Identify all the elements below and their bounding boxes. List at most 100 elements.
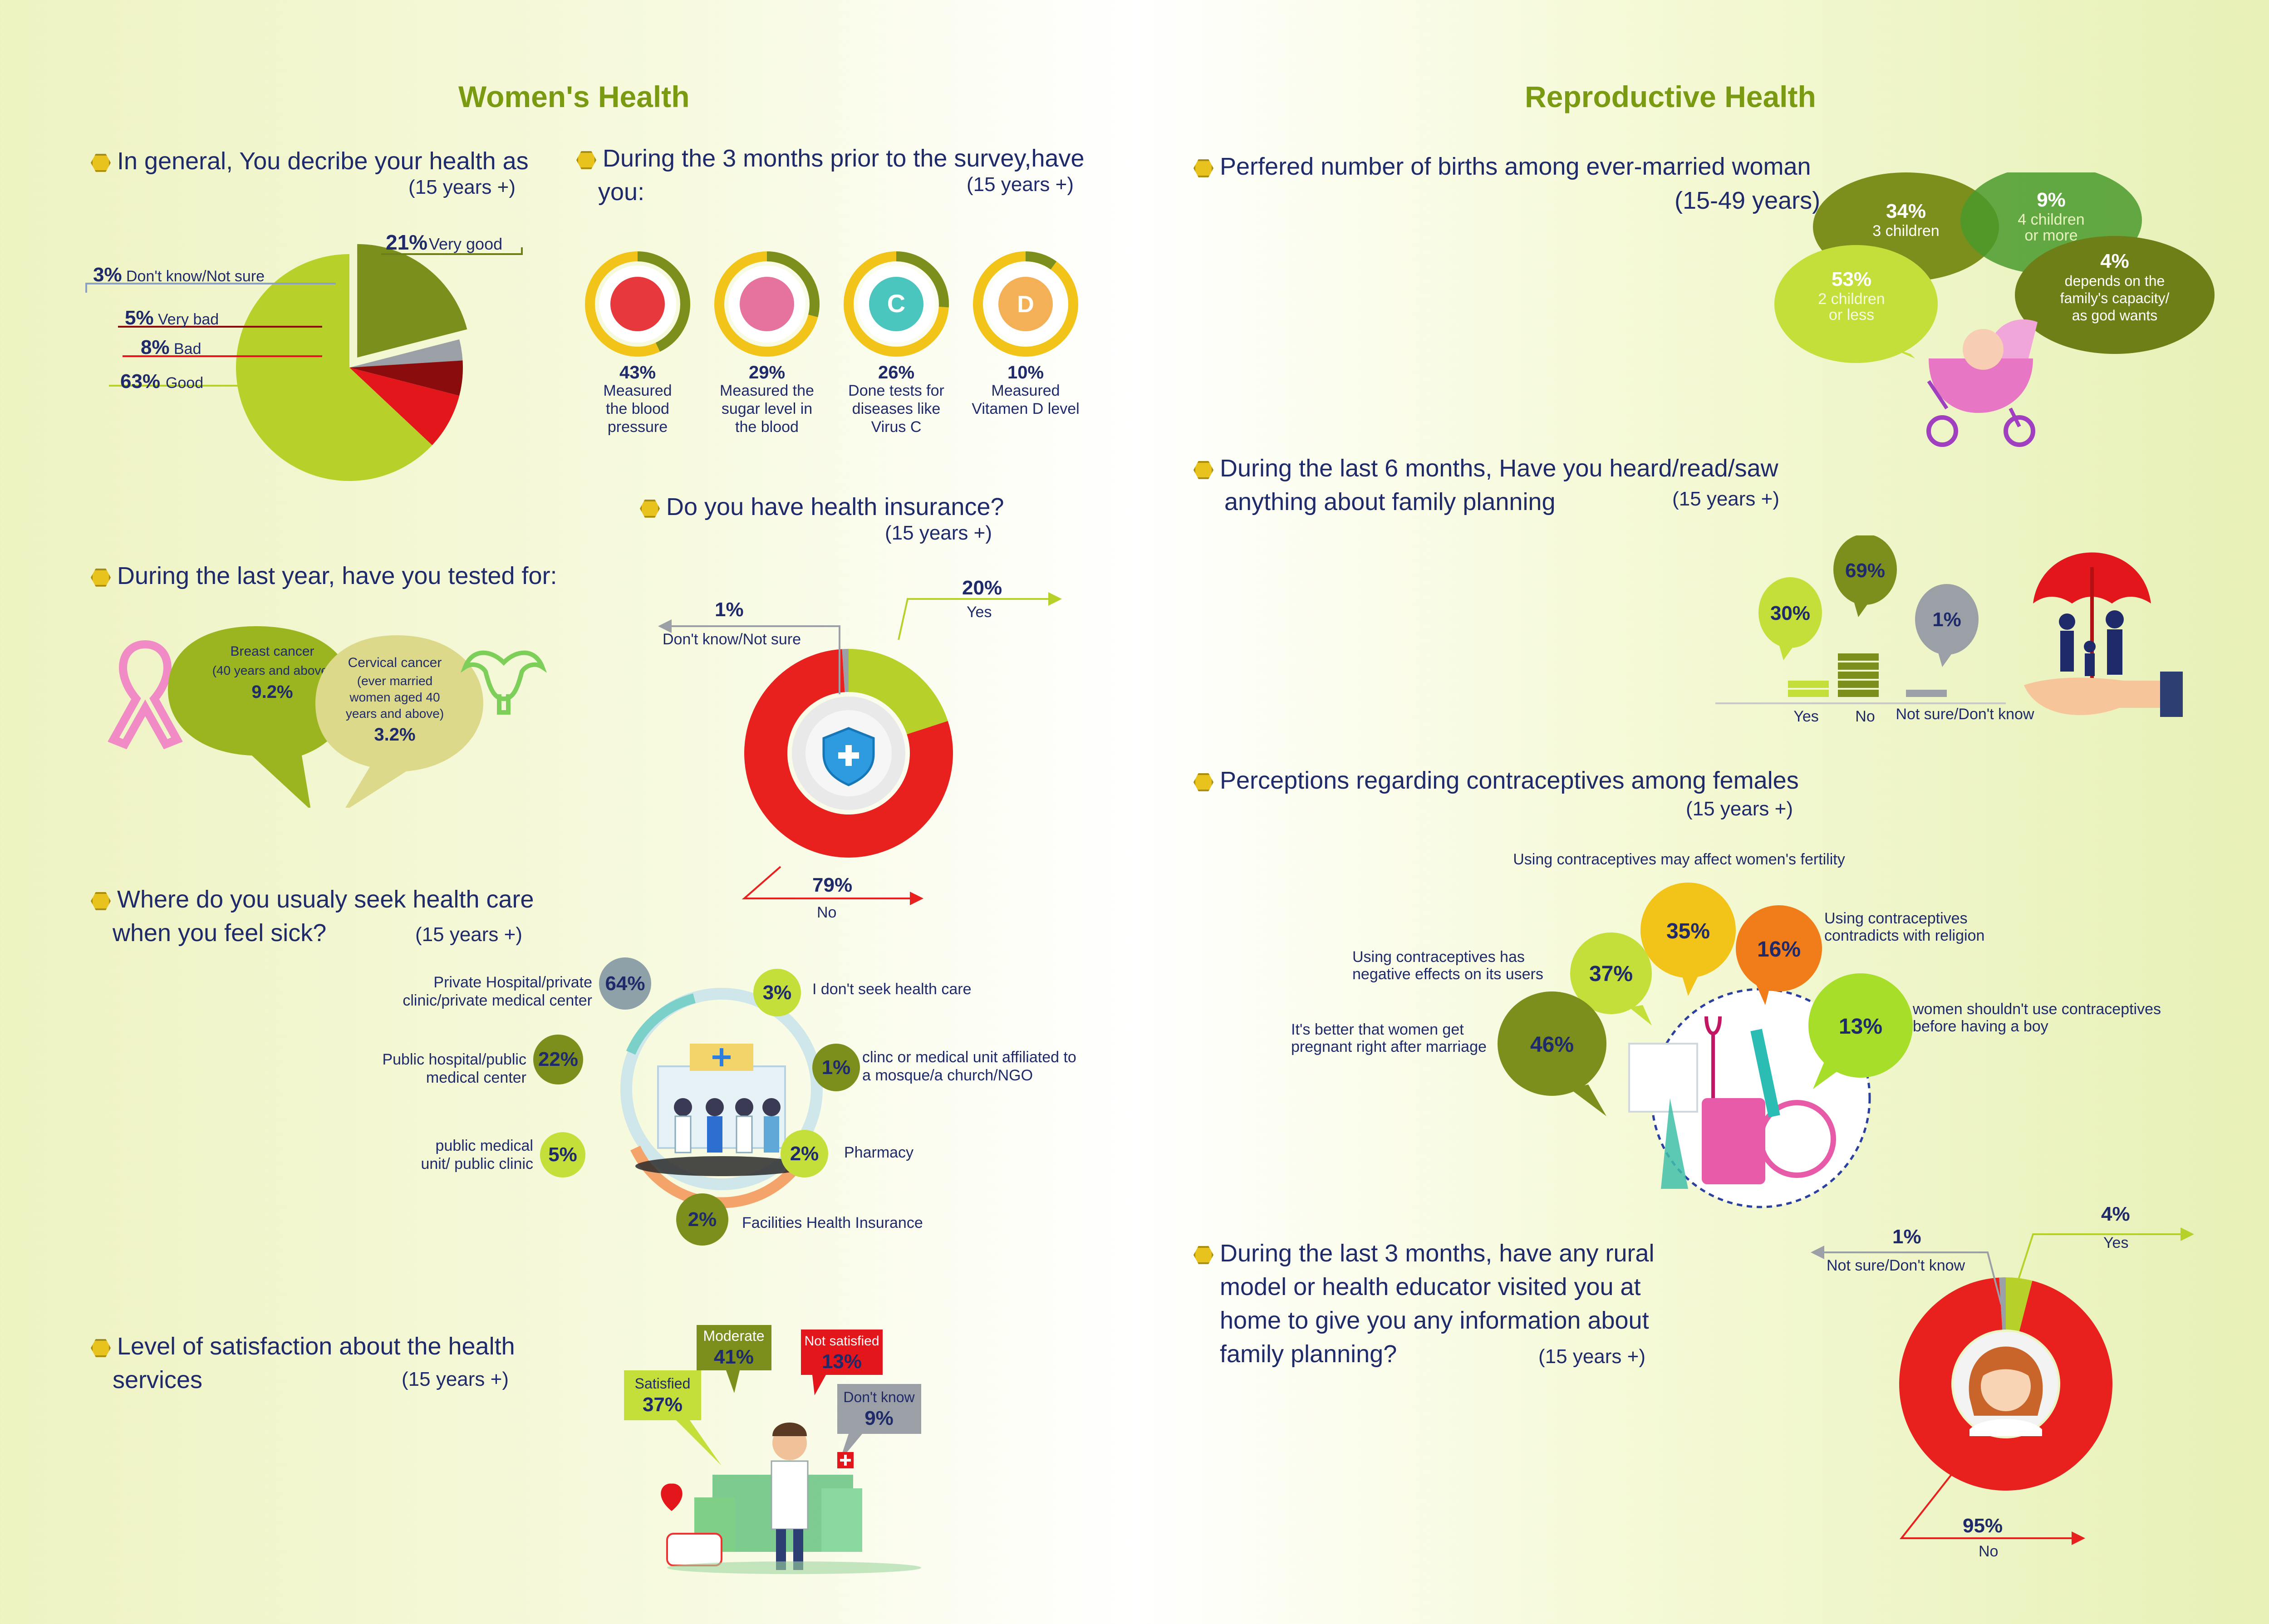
health-bad-pct: 8%	[141, 336, 170, 358]
bullet-icon	[91, 568, 111, 587]
three-months-ring: C	[844, 251, 949, 357]
cap-l2: Vitamen D level	[972, 400, 1080, 417]
vitamin-letter: D	[1017, 291, 1034, 318]
ruralDonut-slice-2	[1999, 1277, 2006, 1330]
health-good-label: Good	[166, 374, 203, 392]
three-months-pct: 10%	[1007, 363, 1044, 383]
not-satisfied-box	[801, 1330, 883, 1375]
arrow-nosure-icon	[1811, 1246, 1824, 1259]
contra-pregnant-pct: 46%	[1530, 1033, 1574, 1057]
doctor-illustration	[661, 1423, 921, 1574]
seek-bubble: 2%	[676, 1193, 728, 1246]
health-very-bad-pct: 5%	[125, 307, 154, 329]
seek-bubble: 2%	[781, 1130, 828, 1178]
health-slice-1	[349, 339, 463, 368]
breast-l2: (40 years and above)	[212, 663, 333, 677]
rural-donut-slices	[1899, 1277, 2112, 1491]
births-depends-l3: as god wants	[2072, 307, 2158, 324]
health-very-bad-label: Very bad	[158, 311, 219, 328]
dont-know-box	[837, 1384, 921, 1434]
leader-yes	[898, 598, 1053, 640]
fp-nosure-pct: 1%	[1932, 608, 1961, 631]
health-pie-chart: 21% Very good 3% Don't know/Not sure 5% …	[85, 231, 523, 481]
seek-label-l2: medical center	[426, 1069, 526, 1086]
contra-negative-bubble	[1570, 932, 1652, 1014]
seek-age: (15 years +)	[415, 923, 522, 946]
seek-label: I don't seek health care	[812, 980, 972, 998]
moderate-pct: 41%	[714, 1346, 754, 1368]
fp-age: (15 years +)	[1672, 488, 1779, 510]
leader-nosure	[1820, 1251, 2002, 1305]
fp-bar-block	[1906, 690, 1947, 697]
tested-chart: Breast cancer (40 years and above) 9.2% …	[108, 626, 547, 808]
test-tube-icon	[740, 277, 794, 331]
insDonut-slice-0	[849, 649, 948, 735]
cervical-l4: years and above)	[346, 707, 444, 721]
medical-cross-icon	[838, 745, 859, 766]
woman-face-icon	[1969, 1346, 2043, 1436]
rural-question: During the last 3 months, have any rural…	[1193, 1236, 1655, 1371]
births-3-pct: 34%	[1886, 200, 1926, 222]
arrow-dont-know-icon	[658, 619, 672, 633]
cervical-l1: Cervical cancer	[348, 655, 442, 670]
contra-fertility-label: Using contraceptives may affect women's …	[1513, 851, 1845, 868]
satisfied-label: Satisfied	[635, 1375, 691, 1392]
not-satisfied-label: Not satisfied	[804, 1334, 879, 1349]
seek-label-l1: Facilities Health Insurance	[742, 1214, 923, 1231]
health-dont-know-label: Don't know/Not sure	[126, 268, 265, 285]
cap-l2: diseases like	[852, 400, 941, 417]
leader-no	[1899, 1474, 2074, 1539]
seek-label: Facilities Health Insurance	[742, 1214, 923, 1232]
three-months-ring	[585, 251, 690, 357]
fp-no-pct: 69%	[1845, 559, 1885, 582]
leader-very-good	[381, 247, 523, 255]
contra-pregnant-l1: It's better that women get	[1291, 1021, 1464, 1038]
rural-yes-pct: 4%	[2101, 1207, 2130, 1225]
leader-dont-know	[85, 283, 336, 293]
breast-pct: 9.2%	[251, 682, 293, 702]
fp-bar-block	[1838, 672, 1879, 679]
births-bubble-2	[1774, 245, 1938, 363]
leader-yes	[2009, 1233, 2183, 1305]
births-2-pct: 53%	[1832, 268, 1871, 290]
health-pie-slices	[236, 244, 467, 481]
hospital-illustration	[620, 988, 823, 1208]
ring-progress	[585, 251, 690, 357]
health-slice-4	[236, 254, 432, 481]
health-slice-2	[349, 360, 463, 396]
rural-yes-label: Yes	[2103, 1234, 2128, 1251]
fp-bar-block	[1788, 681, 1829, 688]
seek-bubble: 1%	[812, 1044, 860, 1091]
breast-l1: Breast cancer	[230, 644, 314, 659]
insurance-no-pct: 79%	[812, 874, 852, 896]
seek-bubble: 64%	[599, 957, 651, 1010]
bullet-icon	[91, 892, 111, 910]
cervical-l3: women aged 40	[349, 690, 440, 704]
cap-l1: Measured	[991, 382, 1060, 399]
bullet-icon	[1193, 461, 1213, 479]
three-months-pct: 29%	[748, 363, 786, 383]
contra-fertility-pct: 35%	[1666, 919, 1710, 943]
seek-label-l1: public medical	[435, 1137, 533, 1154]
insurance-donut-slices	[744, 649, 953, 858]
contra-question: Perceptions regarding contraceptives amo…	[1193, 764, 1799, 797]
contraceptives-illustration	[1628, 1016, 1836, 1189]
bullet-icon	[1193, 159, 1213, 177]
cap-l1: Measured the	[720, 382, 814, 399]
moderate-label: Moderate	[703, 1328, 764, 1344]
health-very-good-label: Very good	[429, 235, 502, 253]
cervical-bubble	[315, 635, 483, 808]
insurance-yes-label: Yes	[967, 603, 992, 621]
births-age: (15-49 years)	[1675, 187, 1821, 214]
three-months-ring: D	[973, 251, 1078, 357]
fp-question: During the last 6 months, Have you heard…	[1193, 451, 1778, 519]
births-depends-l2: family's capacity/	[2060, 290, 2170, 306]
insDonut-slice-1	[744, 649, 953, 858]
cervical-pct: 3.2%	[374, 725, 415, 745]
